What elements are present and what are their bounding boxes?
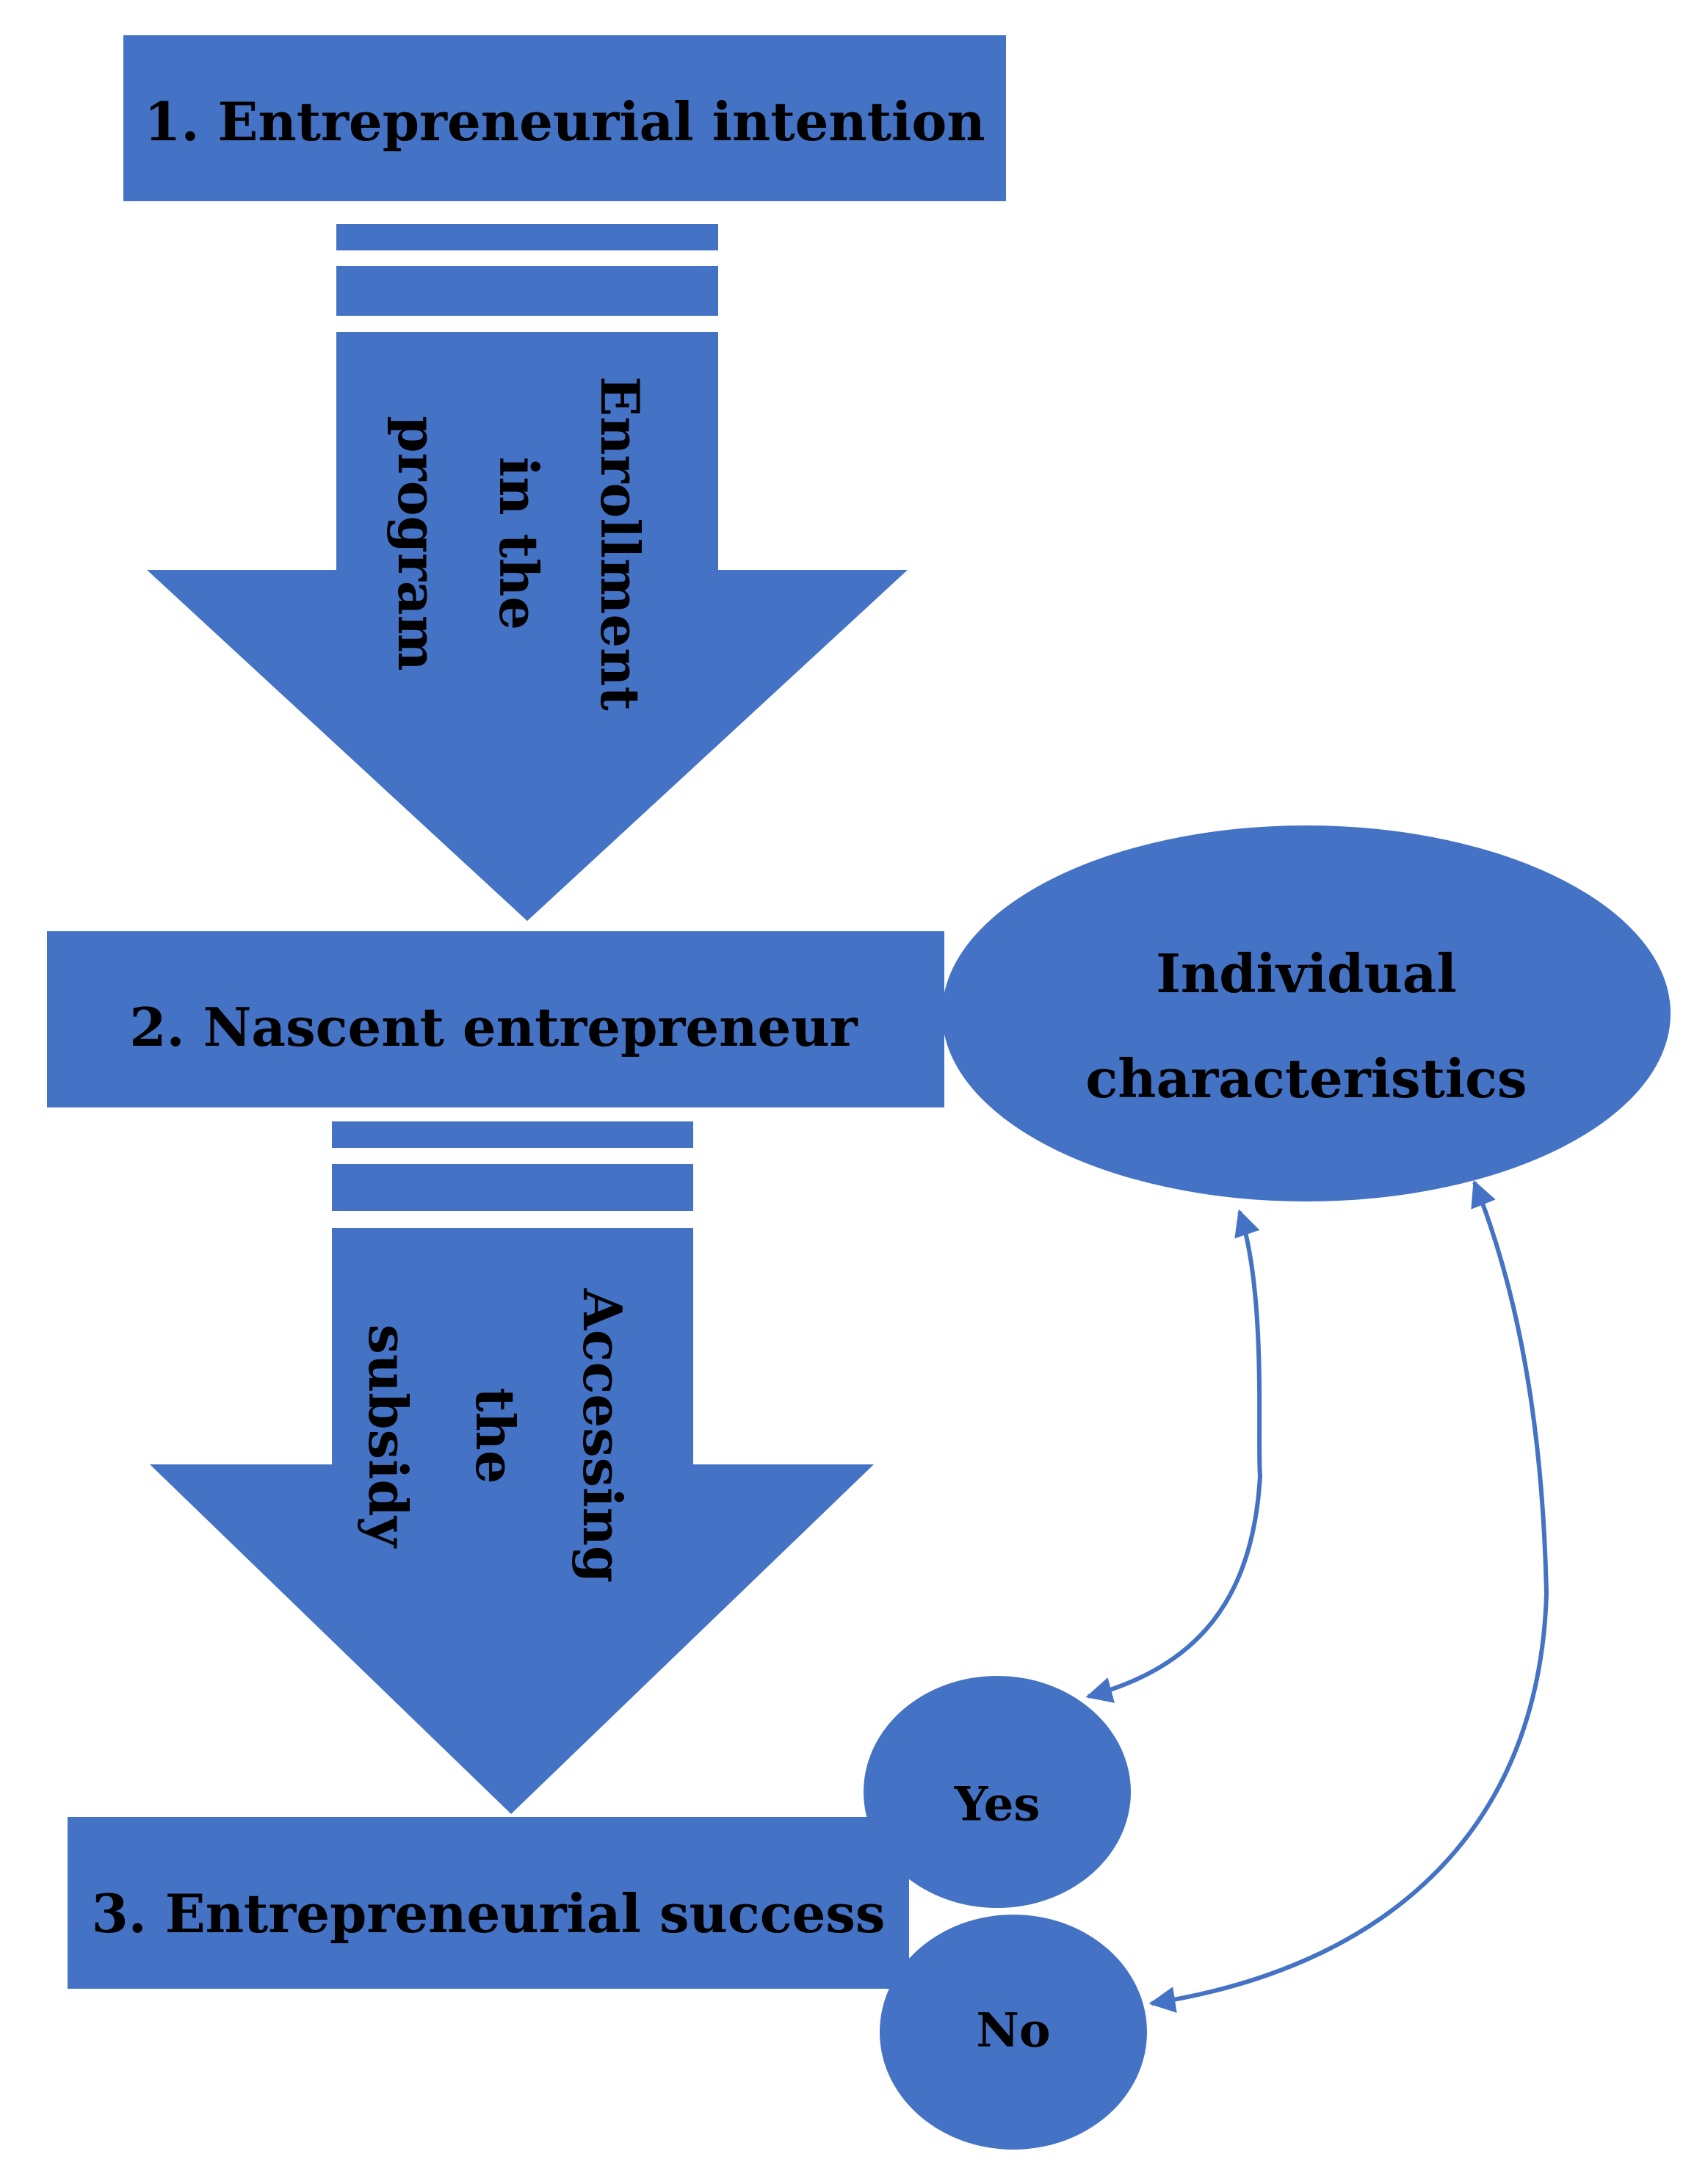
svg-text:Enrollment: Enrollment <box>589 376 651 710</box>
svg-text:program: program <box>386 416 449 671</box>
arrow-stripe <box>332 1121 693 1148</box>
arrow-body <box>147 332 908 921</box>
transition-2-label: Accessing the subsidy <box>357 1288 634 1583</box>
arrow-stripe <box>336 266 718 316</box>
stage-3-box: 3. Entrepreneurial success <box>68 1817 909 1989</box>
arrow-stripe <box>336 224 718 250</box>
factor-label-line-1: Individual <box>1156 942 1457 1005</box>
connector-characteristics-yes <box>1085 1209 1263 1703</box>
factor-label-line-2: characteristics <box>1085 1047 1527 1110</box>
stage-3-label: 3. Entrepreneurial success <box>92 1882 886 1945</box>
transition-arrow-enrollment: Enrollment in the program <box>147 224 908 921</box>
stage-1-box: 1. Entrepreneurial intention <box>123 35 1006 201</box>
stage-2-label: 2. Nascent entrepreneur <box>129 996 858 1058</box>
outcome-yes-circle: Yes <box>864 1676 1131 1908</box>
outcome-no-circle: No <box>880 1915 1147 2150</box>
transition-1-label: Enrollment in the program <box>386 376 651 710</box>
transition-arrow-subsidy: Accessing the subsidy <box>150 1121 874 1814</box>
arrow-body <box>150 1228 874 1814</box>
stage-1-label: 1. Entrepreneurial intention <box>144 90 985 153</box>
svg-text:Accessing: Accessing <box>571 1288 634 1583</box>
svg-text:in the: in the <box>488 457 550 630</box>
connector-characteristics-no <box>1148 1179 1549 2013</box>
arrow-stripe <box>332 1164 693 1211</box>
individual-characteristics-ellipse: Individual characteristics <box>942 825 1671 1201</box>
outcome-yes-label: Yes <box>954 1777 1041 1832</box>
svg-text:subsidy: subsidy <box>357 1324 419 1548</box>
outcome-no-label: No <box>976 2003 1050 2059</box>
svg-text:the: the <box>464 1387 526 1483</box>
stage-2-box: 2. Nascent entrepreneur <box>47 931 944 1107</box>
